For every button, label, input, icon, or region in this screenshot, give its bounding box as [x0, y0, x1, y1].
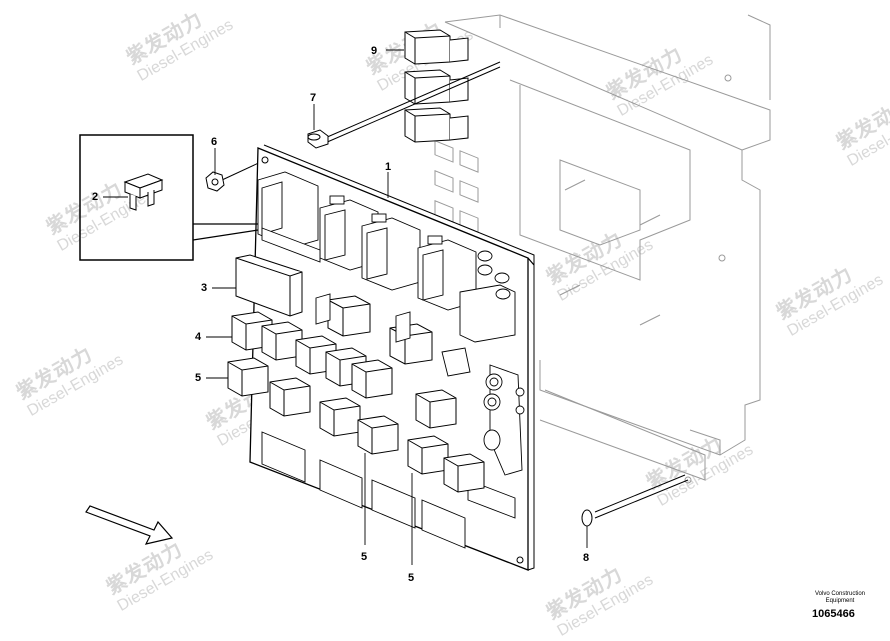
fuses [329, 195, 511, 300]
callout-9: 9 [371, 45, 378, 57]
callout-4: 4 [195, 331, 202, 343]
callout-8: 8 [583, 552, 590, 564]
item-7-spacer [307, 61, 501, 149]
board-connectors [257, 171, 516, 549]
leader-lines [103, 49, 588, 565]
right-components [315, 293, 525, 476]
part-number: 1065466 [812, 608, 855, 620]
relays [227, 295, 485, 493]
item-6-nut [205, 159, 266, 192]
callout-6: 6 [211, 136, 218, 148]
item-9-relays [404, 29, 469, 143]
direction-arrow-icon [85, 505, 174, 545]
inset-fuse-detail [79, 134, 259, 261]
callout-7: 7 [310, 92, 317, 104]
credit-text: Volvo Construction Equipment [800, 591, 880, 605]
callout-5: 5 [195, 372, 202, 384]
callout-5: 5 [408, 572, 415, 584]
callout-3: 3 [201, 282, 208, 294]
item-8-screw [581, 474, 689, 527]
item-3-relay [235, 254, 303, 317]
credit-line-2: Equipment [825, 598, 855, 604]
credit-line-1: Volvo Construction [814, 591, 866, 597]
callout-5: 5 [361, 551, 368, 563]
mounting-bracket [434, 14, 771, 484]
callout-2: 2 [92, 191, 99, 203]
callout-1: 1 [385, 161, 392, 173]
